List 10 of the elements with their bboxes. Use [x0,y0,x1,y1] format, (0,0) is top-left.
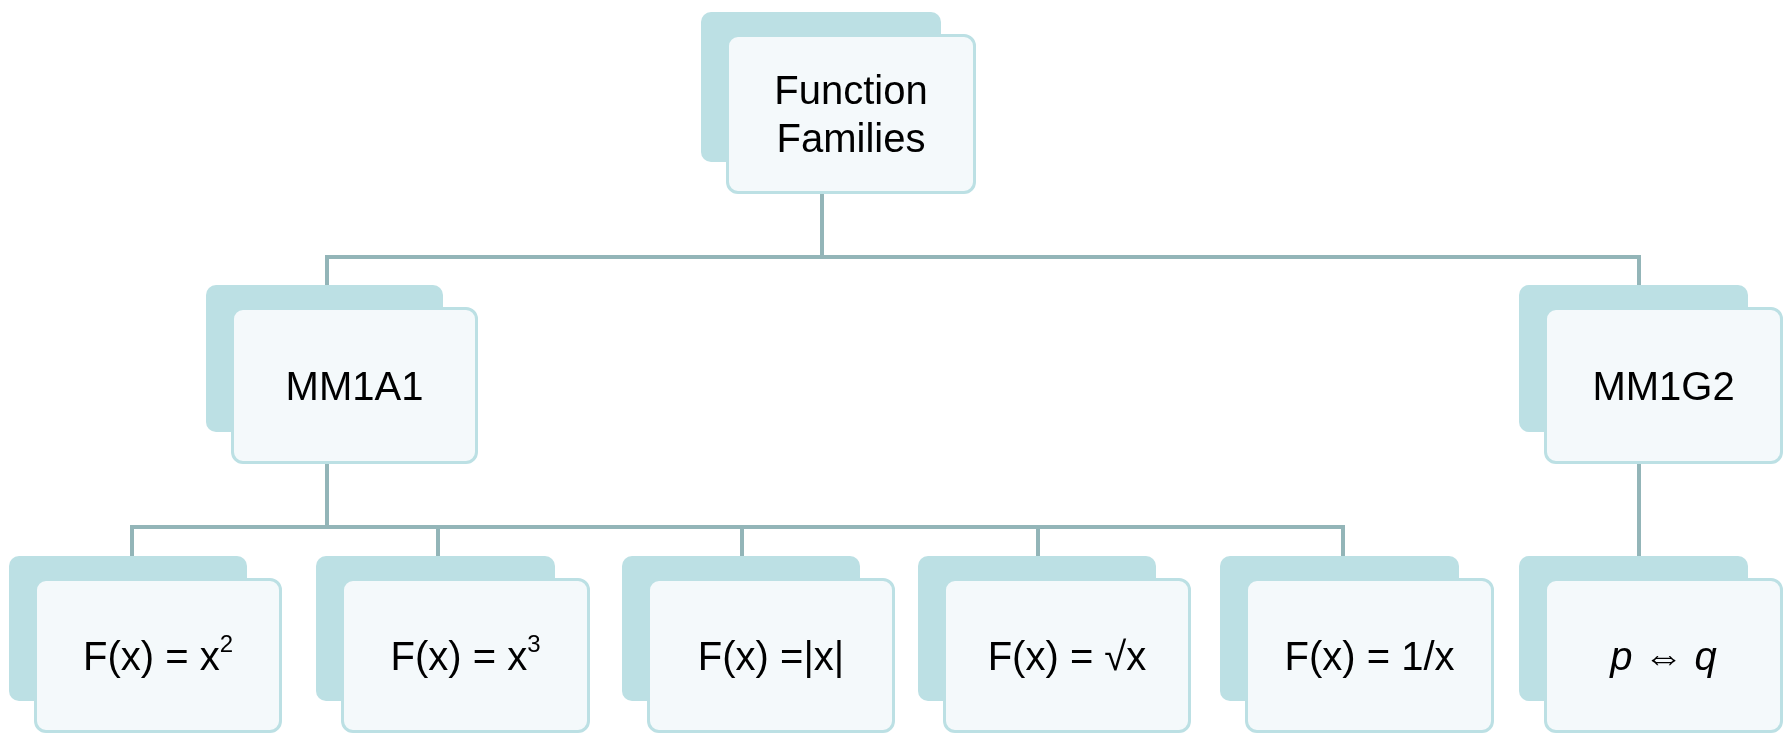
connector-line [1637,464,1641,556]
node-label: F(x) = x$^{3}$ [390,631,541,680]
node-label: F(x) = √x [987,632,1147,680]
node-label: Function Families [773,67,929,162]
node-label: MM1G2 [1592,362,1735,410]
node-label: MM1A1 [285,362,424,410]
node-label: F(x) = x$^{2}$ [83,631,233,680]
node-label: F(x) = 1/x [1284,632,1455,680]
node-label: F(x) =|x| [697,632,845,680]
node-label: p ⇔ q [1610,632,1717,680]
